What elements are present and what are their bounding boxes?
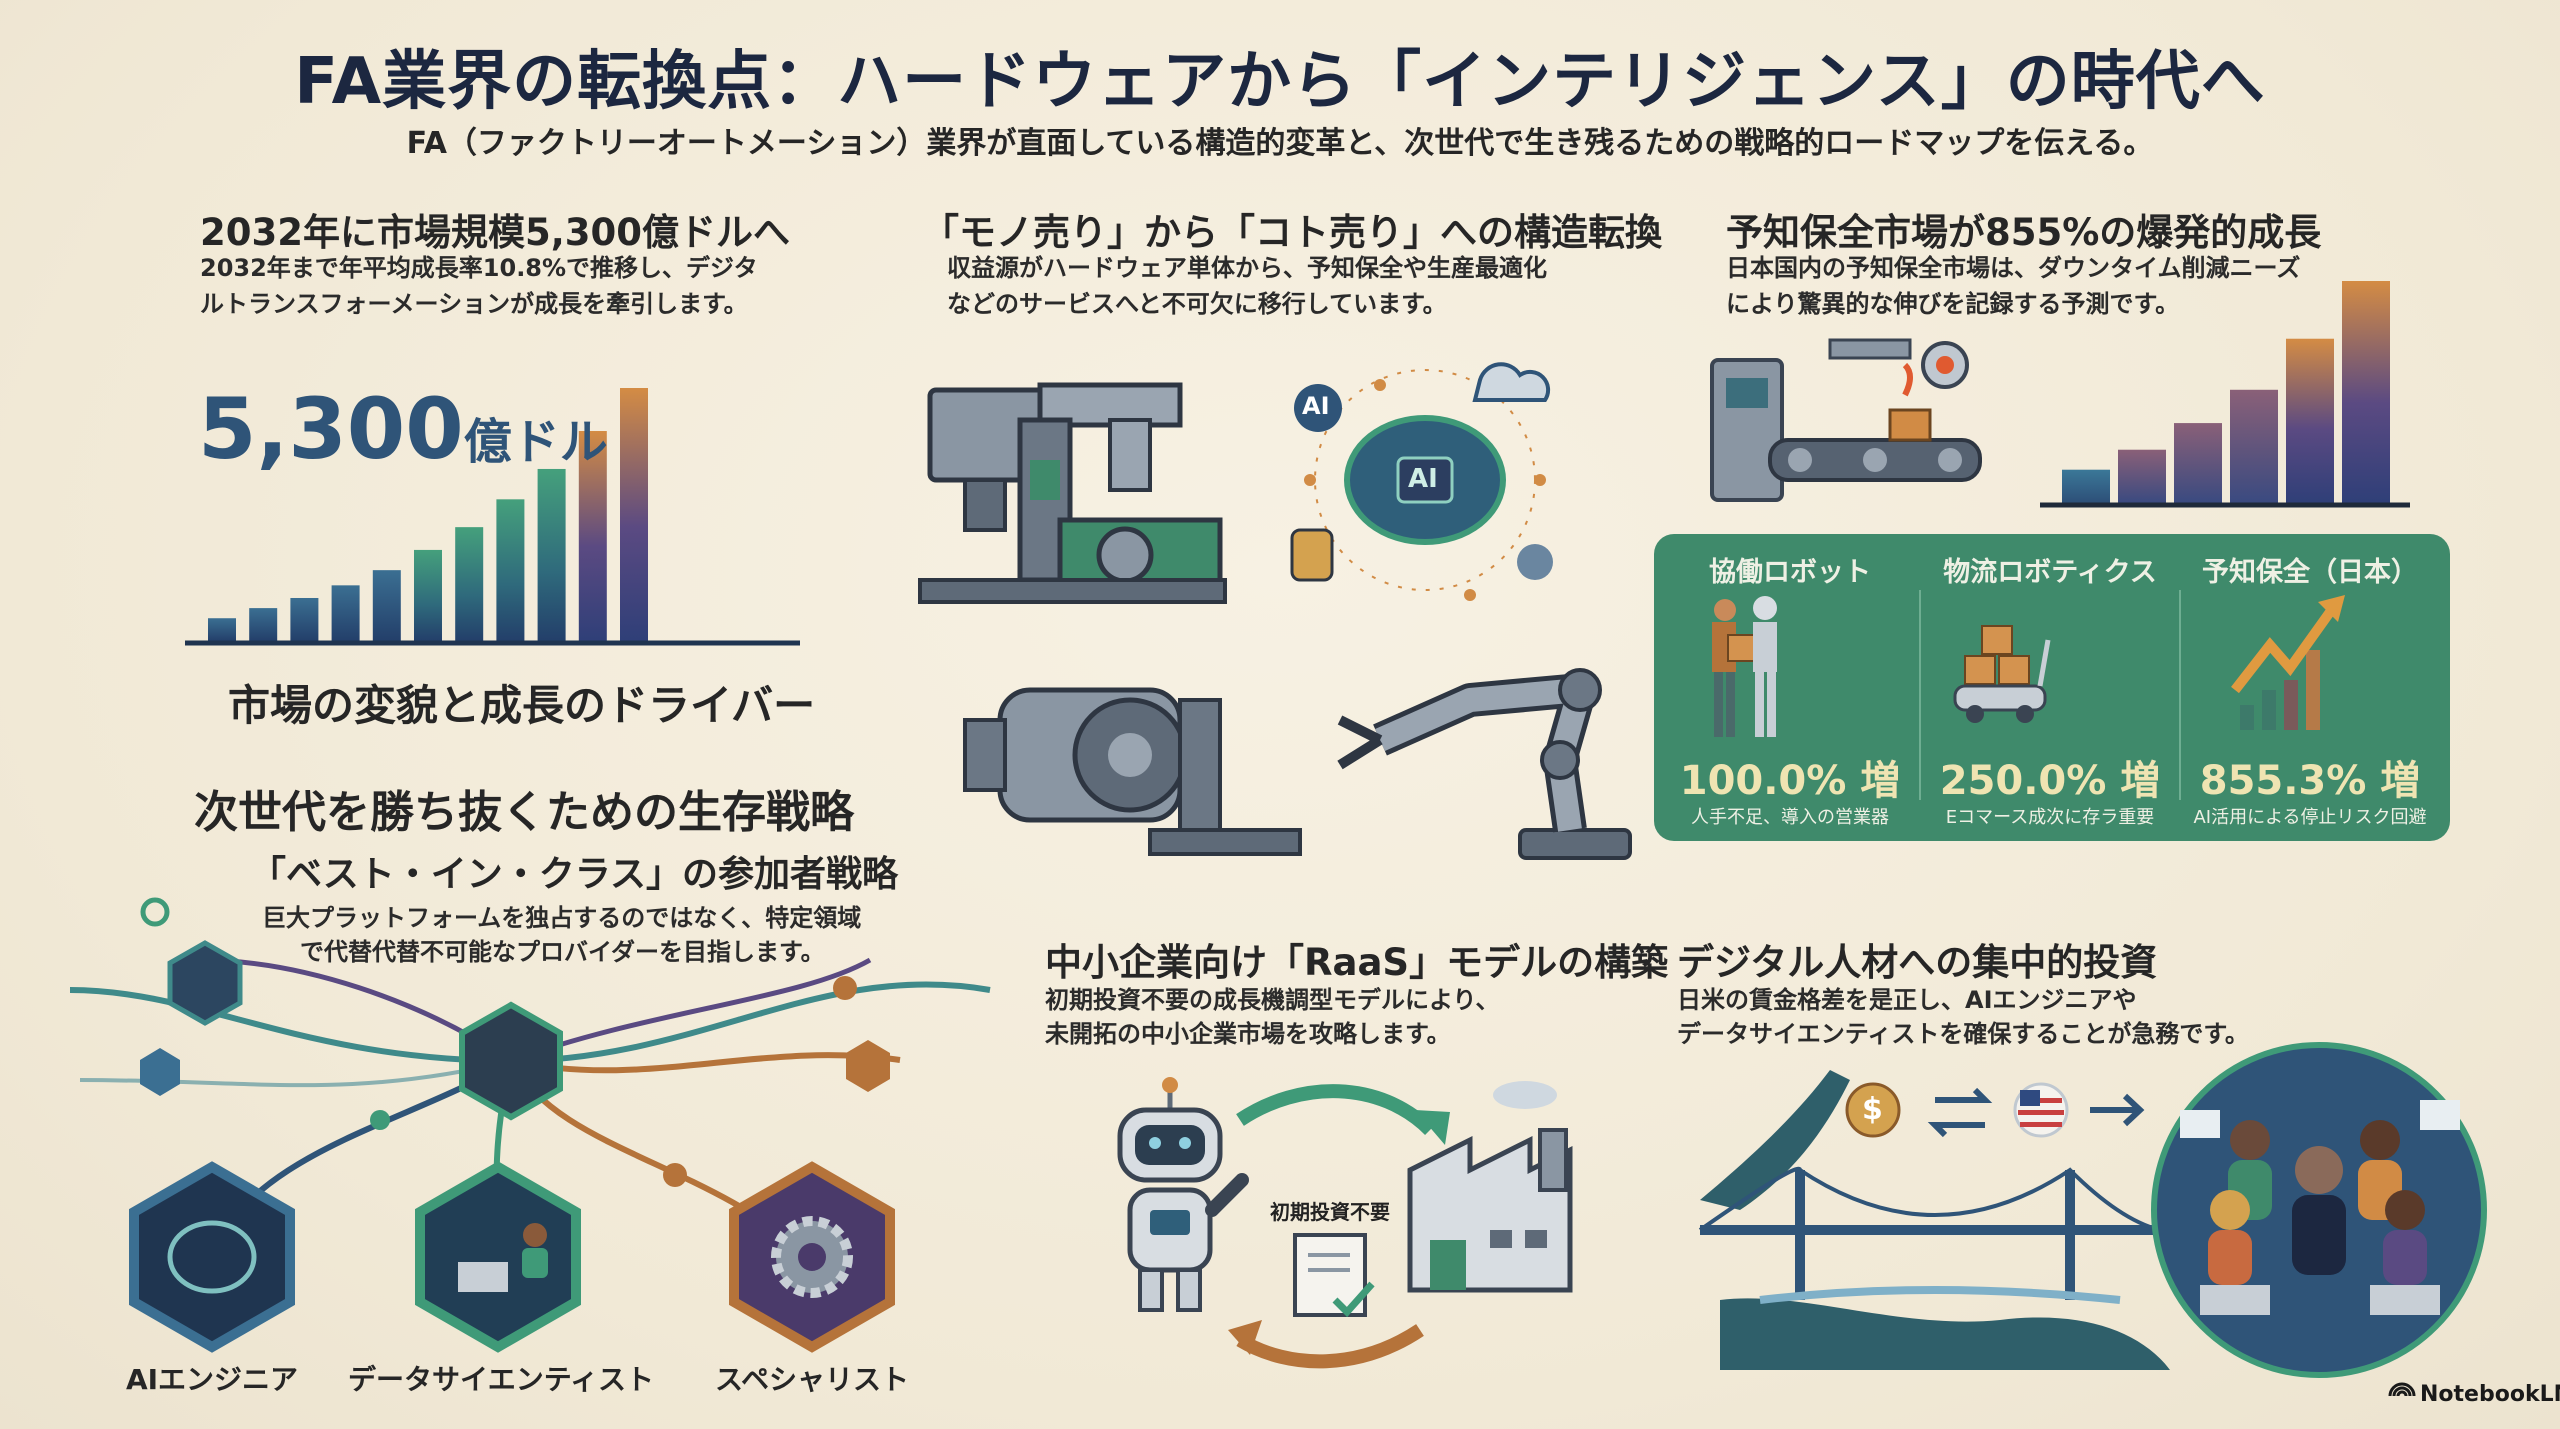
predictive-growth-bars	[2062, 281, 2390, 503]
strategy-subheading: 「ベスト・イン・クラス」の参加者戦略	[250, 854, 899, 895]
raas-heading: 中小企業向け「RaaS」モデルの構築	[1045, 941, 1669, 984]
raas-doc-label: 初期投資不要	[1270, 1200, 1390, 1224]
bar	[620, 388, 648, 641]
cnc-machine-illustration	[918, 382, 1227, 604]
talent-desc-line: データサイエンティストを確保することが急務です。	[1677, 1020, 2249, 1048]
cycle-arrow-icon	[1236, 1324, 1424, 1369]
arrow-right-icon	[2090, 1093, 2145, 1127]
dollar-symbol: $	[1862, 1092, 1883, 1127]
talent-heading: デジタル人材への集中的投資	[1677, 941, 2158, 984]
arrow-head	[1415, 1110, 1450, 1145]
predictive-heading: 予知保全市場が855%の爆発的成長	[1726, 211, 2322, 254]
panel-caption-cobot: 人手不足、導入の営業器	[1691, 807, 1889, 828]
panel-value-cobot: 100.0% 増	[1679, 758, 1901, 804]
specialist-gear-hex-icon	[729, 1161, 895, 1353]
bar	[208, 618, 236, 641]
bar	[372, 570, 401, 641]
raas-desc-line: 初期投資不要の成長機調型モデルにより、	[1045, 986, 1500, 1014]
bar	[537, 468, 566, 641]
exchange-arrows-icon	[1927, 1087, 1993, 1138]
shift-desc-line: 収益源がハードウェア単体から、予知保全や生産最適化	[947, 254, 1547, 282]
growth-panel	[1654, 534, 2450, 841]
market-heading: 2032年に市場規模5,300億ドルへ	[200, 211, 791, 254]
bar	[2062, 469, 2110, 503]
page-subtitle: FA（ファクトリーオートメーション）業界が直面している構造的変革と、次世代で生き…	[406, 126, 2154, 161]
service-robot-illustration	[1117, 1077, 1249, 1312]
bar	[290, 597, 319, 641]
digital-talent-team-illustration	[2151, 1042, 2487, 1378]
bar	[414, 549, 442, 641]
role-label-specialist: スペシャリスト	[714, 1363, 910, 1396]
turbine-machine-illustration	[963, 687, 1302, 856]
bar	[455, 527, 484, 641]
raas-desc-line: 未開拓の中小企業市場を攻略します。	[1045, 1020, 1451, 1048]
us-flag-icon	[2013, 1082, 2069, 1138]
robot-arm-illustration	[1337, 668, 1632, 860]
bar	[331, 585, 360, 641]
trend-up-arrow-icon	[2231, 595, 2345, 730]
bar	[2230, 389, 2278, 503]
data-scientist-hex-icon	[415, 1161, 581, 1353]
arrow-head	[1228, 1320, 1262, 1355]
panel-caption-logistics: Eコマース成次に存ラ重要	[1945, 807, 2155, 828]
cycle-arrow-icon	[1236, 1084, 1435, 1136]
talent-desc-line: 日米の賃金格差を是正し、AIエンジニアや	[1677, 986, 2137, 1014]
ai-engineer-hex-icon	[129, 1161, 295, 1353]
ai-badge: AI	[1302, 392, 1330, 420]
notebooklm-logo-icon	[2388, 1382, 2416, 1397]
shift-heading: 「モノ売り」から「コト売り」への構造転換	[922, 211, 1662, 254]
ai-chip-label: AI	[1408, 464, 1438, 494]
bar	[578, 431, 607, 641]
strategy-heading: 次世代を勝ち抜くための生存戦略	[194, 787, 854, 838]
role-label-data-scientist: データサイエンティスト	[348, 1363, 655, 1396]
market-desc-line: ルトランスフォーメーションが成長を牽引します。	[200, 290, 748, 318]
bar	[2118, 449, 2166, 503]
cobot-handshake-icon	[1712, 596, 1777, 737]
panel-title-logistics: 物流ロボティクス	[1943, 557, 2157, 588]
bar	[2342, 281, 2390, 503]
ai-brain-network-illustration	[1290, 362, 1553, 601]
strategy-desc-line: で代替代替不可能なプロバイダーを目指します。	[300, 938, 825, 966]
japan-us-bridge-map-illustration	[1698, 1070, 2170, 1370]
big-number-value: 5,300	[198, 380, 464, 478]
market-growth-bars	[208, 388, 648, 641]
role-label-ai-engineer: AIエンジニア	[125, 1363, 299, 1396]
page-title: FA業界の転換点：ハードウェアから「インテリジェンス」の時代へ	[294, 45, 2266, 119]
factory-building-illustration	[1407, 1081, 1573, 1293]
document-check-icon	[1293, 1233, 1375, 1318]
bar	[496, 499, 525, 641]
big-number-unit: 億ドル	[463, 414, 608, 470]
panel-value-logistics: 250.0% 増	[1939, 758, 2161, 804]
shift-desc-line: などのサービスへと不可欠に移行しています。	[947, 290, 1447, 318]
market-big-number: 5,300億ドル	[198, 380, 608, 478]
delivery-cart-icon	[1953, 625, 2051, 723]
dollar-coin-icon	[1845, 1082, 1901, 1138]
notebooklm-brand: NotebookLM	[2420, 1382, 2560, 1407]
bar	[2174, 423, 2222, 503]
market-caption: 市場の変貌と成長のドライバー	[228, 681, 816, 730]
panel-title-predictive: 予知保全（日本）	[2202, 557, 2418, 588]
bar	[2286, 338, 2334, 503]
factory-machine-illustration	[1710, 338, 1982, 502]
predictive-desc-line: により驚異的な伸びを記録する予測です。	[1726, 290, 2180, 318]
panel-value-predictive: 855.3% 増	[2199, 758, 2421, 804]
panel-caption-predictive: AI活用による停止リスク回避	[2193, 807, 2427, 828]
strategy-desc-line: 巨大プラットフォームを独占するのではなく、特定領域	[262, 904, 862, 932]
market-desc-line: 2032年まで年平均成長率10.8%で推移し、デジタ	[200, 254, 758, 282]
bar	[249, 608, 278, 641]
predictive-desc-line: 日本国内の予知保全市場は、ダウンタイム削減ニーズ	[1726, 254, 2301, 282]
panel-title-cobot: 協働ロボット	[1709, 557, 1871, 588]
